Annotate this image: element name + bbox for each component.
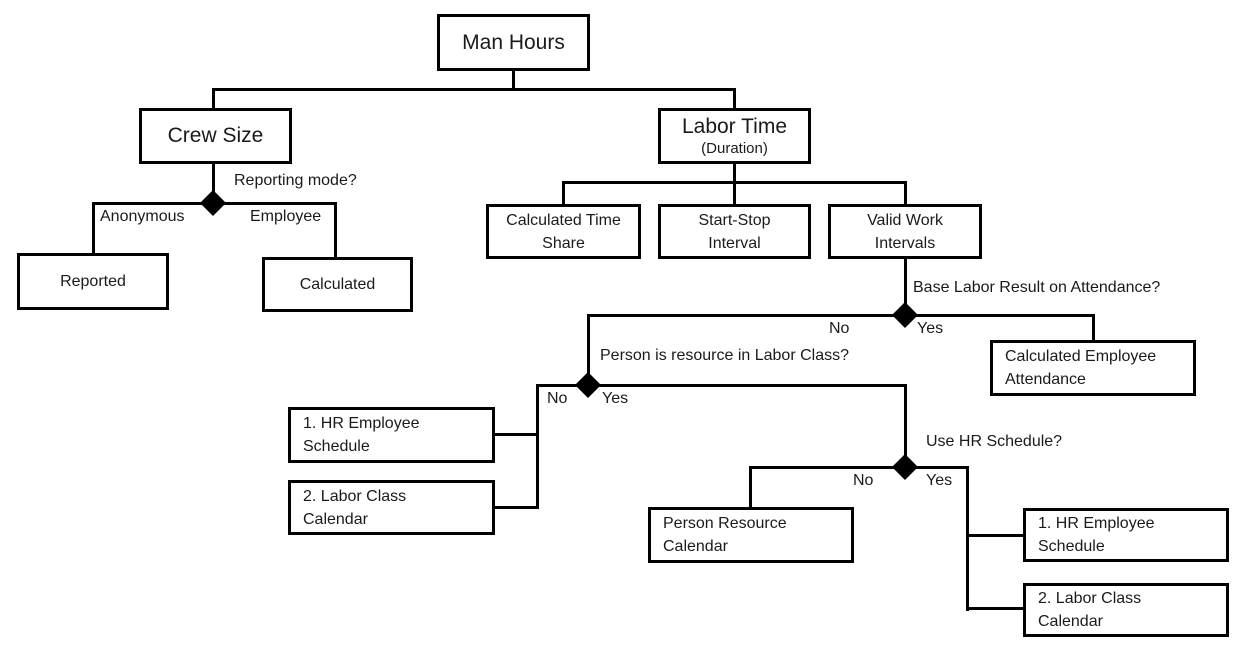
label-branch-employee: Employee [250,208,322,225]
label-branch-labor-class-no: No [547,390,568,407]
node-man-hours: Man Hours [437,14,590,71]
node-label: Schedule [1038,538,1105,555]
node-crew-size: Crew Size [139,108,292,164]
label-question-reporting-mode: Reporting mode? [234,172,357,189]
connector-to-calculated [334,202,337,258]
node-label: Schedule [303,438,370,455]
connector-to-valid-work [904,181,907,205]
node-label: Man Hours [462,30,565,54]
connector-hr-schedule-yes-drop [966,466,969,611]
connector-to-crew-size [212,88,215,109]
connector-to-calc-time-share [562,181,565,205]
node-reported: Reported [17,253,169,310]
connector-hr-schedule-branch [749,466,968,469]
label-branch-labor-class-yes: Yes [602,390,629,407]
node-label: Start-Stop [698,211,771,229]
node-valid-work-intervals: Valid Work Intervals [828,204,982,259]
node-labor-class-calendar-left: 2. Labor Class Calendar [288,480,495,535]
node-label: Calendar [1038,613,1103,630]
label-question-labor-class: Person is resource in Labor Class? [600,347,850,364]
node-label: Attendance [1005,371,1086,388]
node-label: Share [542,234,585,252]
label-question-hr-schedule: Use HR Schedule? [926,433,1063,450]
label-branch-attendance-yes: Yes [917,320,944,337]
node-label: Crew Size [167,124,264,147]
node-calculated: Calculated [262,257,413,312]
connector-man-hours-stem [512,70,515,90]
connector-labor-class-branch [536,384,907,387]
node-label: Calculated Time [506,211,621,229]
node-label: 1. HR Employee [303,415,420,432]
connector-to-labor-class-left [495,506,539,509]
node-hr-employee-schedule-left: 1. HR Employee Schedule [288,407,495,463]
node-calculated-time-share: Calculated Time Share [486,204,641,259]
node-label: Intervals [874,234,936,252]
node-label: Calendar [303,510,368,528]
node-labor-time: Labor Time (Duration) [658,108,811,164]
node-label: 1. HR Employee [1038,515,1155,532]
connector-to-hr-schedule-right [966,534,1024,537]
node-label: 2. Labor Class [303,487,407,505]
label-branch-attendance-no: No [829,320,850,337]
node-start-stop-interval: Start-Stop Interval [658,204,811,259]
connector-to-start-stop [733,181,736,205]
connector-to-reported [92,202,95,254]
connector-to-hr-schedule-decision [904,384,907,468]
node-label: Labor Time [681,115,788,138]
connector-to-labor-time [733,88,736,109]
connector-top-branch [212,88,736,91]
node-person-resource-calendar: Person Resource Calendar [648,507,854,563]
node-label: Interval [708,234,761,252]
label-branch-anonymous: Anonymous [100,208,185,225]
node-label: Valid Work [867,211,943,229]
connector-labor-time-stem [733,163,736,183]
connector-to-labor-class-right [966,607,1024,610]
label-branch-hr-schedule-yes: Yes [926,472,953,489]
decision-diamond-reporting-mode [200,190,226,216]
connector-to-labor-class-decision [587,314,590,386]
decision-diamond-attendance [892,302,918,328]
connector-attendance-branch [587,314,1095,317]
node-labor-class-calendar-right: 2. Labor Class Calendar [1023,583,1229,637]
node-label: 2. Labor Class [1038,590,1142,607]
node-calculated-employee-attendance: Calculated Employee Attendance [990,340,1196,396]
connector-crew-size-stem [212,163,215,193]
decision-diamond-hr-schedule [892,454,918,480]
node-label: Calendar [663,538,728,555]
connector-labor-class-no-drop [536,384,539,509]
node-label: Reported [60,273,126,290]
connector-valid-work-stem [904,258,907,316]
label-question-attendance: Base Labor Result on Attendance? [913,279,1161,296]
label-branch-hr-schedule-no: No [853,472,874,489]
node-hr-employee-schedule-right: 1. HR Employee Schedule [1023,508,1229,562]
connector-to-calc-emp-attendance [1092,314,1095,341]
connector-to-person-resource [749,466,752,509]
node-label: Calculated [299,276,376,293]
node-label: Person Resource [663,515,787,532]
node-sublabel: (Duration) [701,140,768,157]
decision-diamond-labor-class [575,372,601,398]
connector-to-hr-schedule-left [495,433,539,436]
node-label: Calculated Employee [1005,348,1157,365]
